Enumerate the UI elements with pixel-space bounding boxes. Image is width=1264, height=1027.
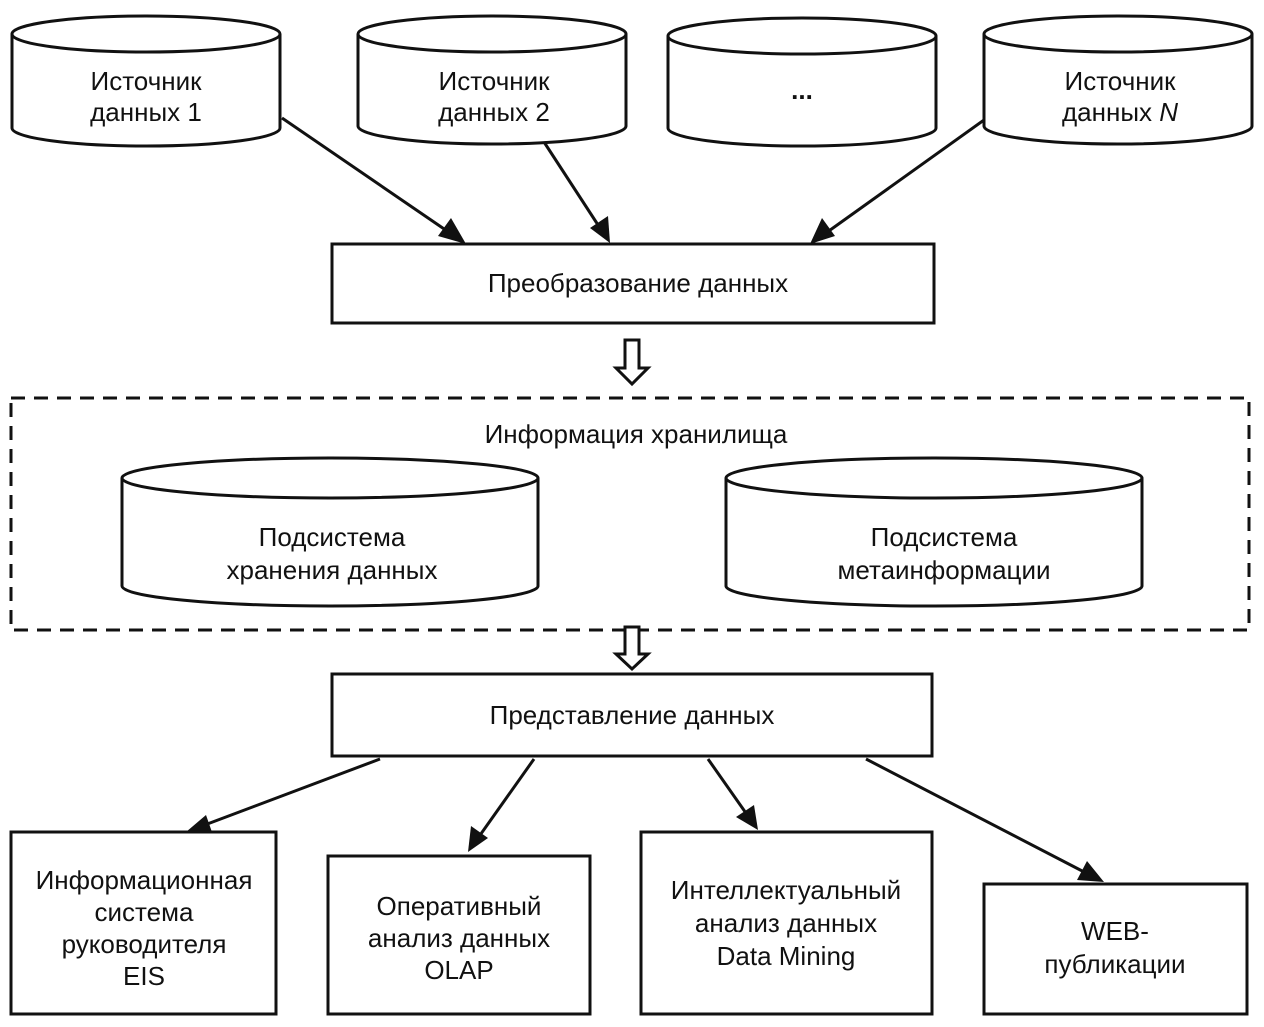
source-cylinder-ellipsis: ...	[666, 16, 938, 148]
source-2-line1: Источник	[439, 66, 551, 96]
edge-sourceN-to-transform	[810, 118, 985, 244]
storage-line1: Подсистема	[259, 522, 406, 552]
source-ellipsis-label: ...	[791, 75, 813, 105]
output-box-eis: Информационная система руководителя EIS	[9, 830, 278, 1016]
warehouse-title: Информация хранилища	[485, 419, 788, 449]
web-line1: WEB-	[1081, 916, 1149, 946]
olap-line2: анализ данных	[368, 923, 550, 953]
presentation-box: Представление данных	[330, 672, 934, 758]
output-box-datamining: Интеллектуальный анализ данных Data Mini…	[639, 830, 934, 1016]
source-n-line1: Источник	[1065, 66, 1177, 96]
source-n-line2: данных N	[1062, 97, 1178, 127]
hollow-arrow-warehouse-to-presentation	[612, 625, 652, 672]
source-n-prefix: данных	[1062, 97, 1159, 127]
edge-presentation-to-web	[865, 757, 1104, 882]
meta-subsystem-cylinder: Подсистема метаинформации	[724, 456, 1144, 608]
source-cylinder-n: Источник данных N	[982, 14, 1254, 146]
datamining-line1: Интеллектуальный	[671, 875, 901, 905]
source-2-line2: данных 2	[438, 97, 550, 127]
meta-line1: Подсистема	[871, 522, 1018, 552]
source-1-line2: данных 1	[90, 97, 202, 127]
edge-source1-to-transform	[281, 116, 466, 244]
web-line2: публикации	[1044, 949, 1185, 979]
olap-line3: OLAP	[424, 955, 493, 985]
eis-line2: система	[95, 897, 194, 927]
datamining-line3: Data Mining	[717, 941, 856, 971]
presentation-label: Представление данных	[490, 700, 775, 730]
eis-line1: Информационная	[36, 865, 253, 895]
edge-presentation-to-datamining	[706, 758, 758, 830]
edge-presentation-to-eis	[186, 757, 381, 835]
output-box-web: WEB- публикации	[982, 882, 1249, 1016]
eis-line3: руководителя	[62, 929, 227, 959]
source-1-line1: Источник	[91, 66, 203, 96]
warehouse-container: Информация хранилища	[9, 396, 1251, 632]
eis-line4: EIS	[123, 961, 165, 991]
olap-line1: Оперативный	[377, 891, 542, 921]
storage-subsystem-cylinder: Подсистема хранения данных	[120, 456, 540, 608]
source-cylinder-1: Источник данных 1	[10, 14, 282, 148]
transform-label: Преобразование данных	[488, 268, 788, 298]
source-cylinder-2: Источник данных 2	[356, 14, 628, 146]
output-box-olap: Оперативный анализ данных OLAP	[326, 854, 592, 1016]
hollow-arrow-transform-to-warehouse	[612, 338, 652, 387]
edge-presentation-to-olap	[468, 758, 536, 852]
edge-source2-to-transform	[542, 141, 610, 243]
source-n-index: N	[1159, 97, 1178, 127]
transform-box: Преобразование данных	[330, 242, 936, 325]
storage-line2: хранения данных	[227, 555, 438, 585]
meta-line2: метаинформации	[837, 555, 1050, 585]
datamining-line2: анализ данных	[695, 908, 877, 938]
